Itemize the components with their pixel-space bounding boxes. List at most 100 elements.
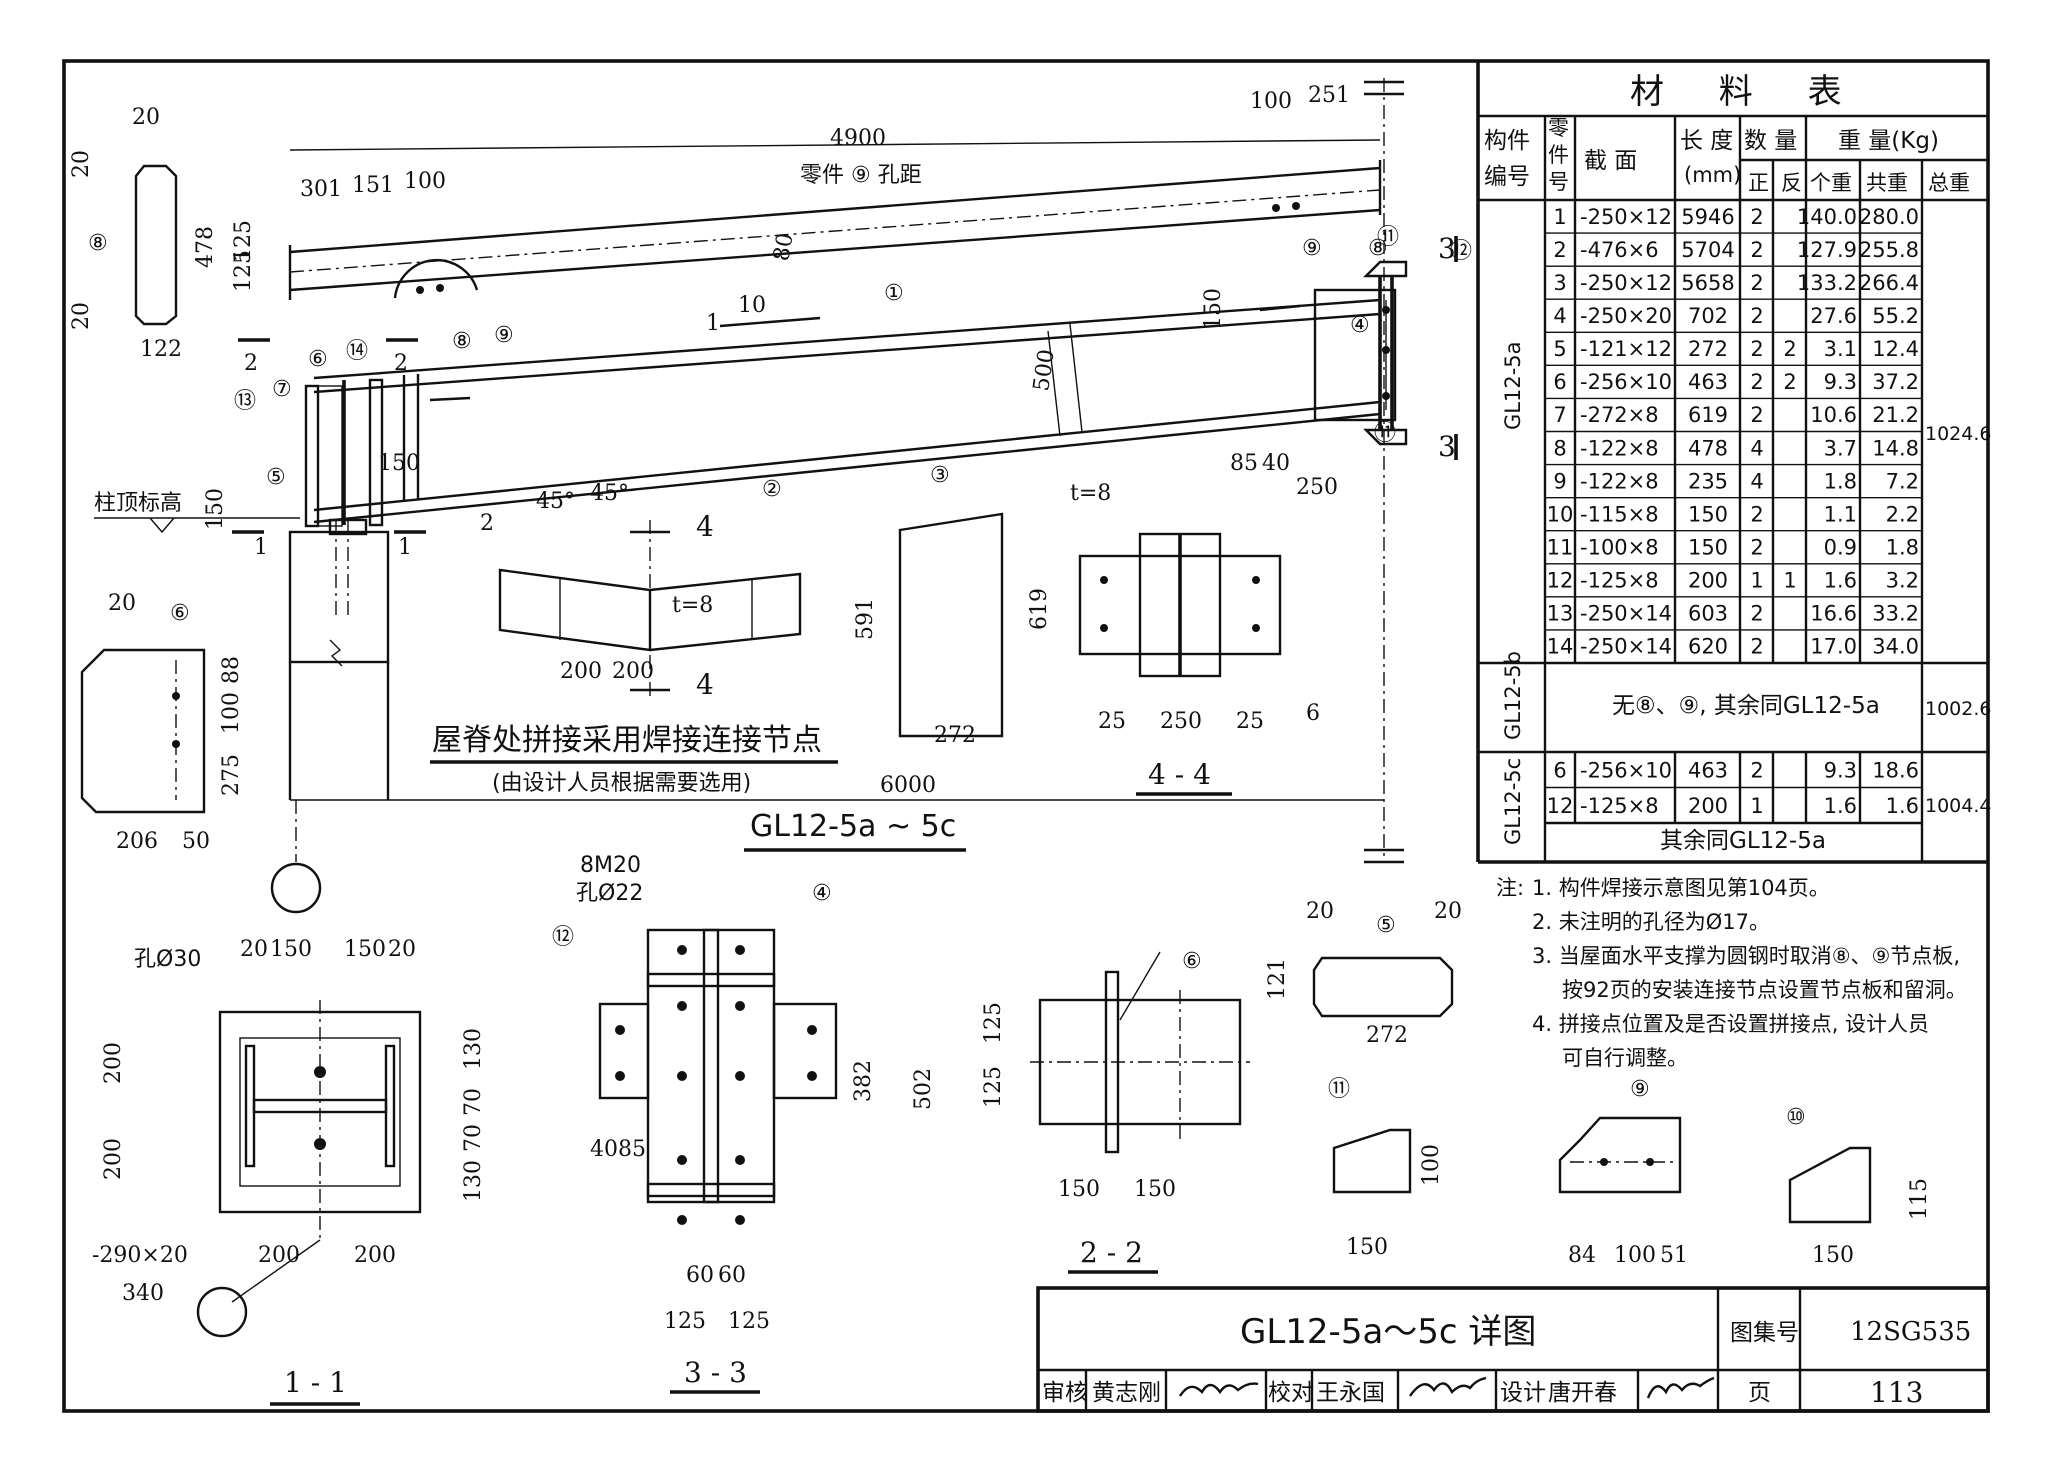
table-cell-front: 2 (1750, 635, 1763, 659)
table-cell-front: 1 (1750, 794, 1763, 818)
table-cell-length: 5946 (1681, 205, 1734, 229)
checker-signature (1409, 1376, 1487, 1397)
bolt-hole (677, 1215, 687, 1225)
table-cell-section: -250×14 (1580, 635, 1672, 659)
sec11-dim-200c: 200 (101, 1042, 126, 1084)
ridge-angle-2: 45° (590, 481, 629, 506)
section-4-4: t=8 85 40 6 25 250 25 4 - 4 (1070, 451, 1320, 796)
section-1-1-title: 1 - 1 (284, 1366, 347, 1399)
section-2-2-title: 2 - 2 (1080, 1236, 1143, 1269)
dim-301: 301 (300, 177, 342, 202)
group-5b-note: 无⑧、⑨, 其余同GL12-5a (1612, 693, 1880, 719)
grand-total-5a: 1024.6 (1925, 423, 1991, 445)
table-cell-back: 1 (1783, 569, 1796, 593)
sec-mark-2a: 2 (244, 351, 258, 376)
notes: 注: 1. 构件焊接示意图见第104页。 2. 未注明的孔径为Ø17。 3. 当… (1496, 876, 1967, 1070)
table-cell-single: 0.9 (1824, 536, 1857, 560)
sec22-dim-125b: 125 (981, 1066, 1006, 1108)
sec33-callout-12: ⑫ (552, 925, 574, 950)
dim-hole-spacing: 4900 (830, 126, 886, 151)
sec11-plate: -290×20 (92, 1243, 188, 1268)
table-cell-no: 7 (1553, 403, 1566, 427)
table-cell-section: -125×8 (1580, 569, 1659, 593)
table-cell-length: 272 (1688, 337, 1728, 361)
part6-dim-100: 100 (219, 692, 244, 734)
bolt-hole (807, 1071, 817, 1081)
sec33-dim-502: 502 (911, 1068, 936, 1110)
table-cell-single: 27.6 (1810, 304, 1857, 328)
th-qty-front: 正 (1748, 171, 1769, 195)
part5-dim-121: 121 (1265, 958, 1290, 1000)
sec22-dim-125a: 125 (981, 1002, 1006, 1044)
sec33-dim-60a: 60 (686, 1263, 714, 1288)
table-cell-total: 33.2 (1872, 602, 1919, 626)
dim-100b: 100 (1250, 89, 1292, 114)
table-cell-length: 5704 (1681, 238, 1734, 262)
sec-mark-3a: 3 (1438, 232, 1456, 265)
table-cell-section: -250×20 (1580, 304, 1672, 328)
th-part-1: 零 (1548, 116, 1569, 140)
table-cell-front: 2 (1750, 337, 1763, 361)
table-cell-length: 150 (1688, 536, 1728, 560)
note-4: 4. 拼接点位置及是否设置拼接点, 设计人员 (1532, 1012, 1929, 1036)
table-cell-length: 603 (1688, 602, 1728, 626)
section-3-3: 8M20 孔Ø22 ⑫ ④ 382 502 40 85 60 60 125 12… (552, 853, 936, 1394)
section-3-3-title: 3 - 3 (684, 1356, 747, 1389)
table-cell-single: 1.1 (1824, 502, 1857, 526)
table-cell-section: -256×10 (1580, 759, 1672, 783)
ridge-dim-1: 200 (560, 659, 602, 684)
sec-mark-1a: 1 (254, 535, 268, 560)
bolt-hole (735, 1001, 745, 1011)
th-member-no-1: 构件 (1484, 128, 1530, 154)
table-cell-front: 2 (1750, 271, 1763, 295)
callout-10: ⑫ (1450, 239, 1472, 264)
th-member-no-2: 编号 (1484, 164, 1530, 190)
th-w-grand: 总重 (1928, 171, 1970, 195)
group-5c-note: 其余同GL12-5a (1660, 828, 1826, 854)
table-cell-no: 12 (1547, 794, 1574, 818)
part6-dim-275: 275 (219, 754, 244, 796)
bolt-hole (677, 945, 687, 955)
dim-total-length: 6000 (880, 773, 936, 798)
sec33-dim-382: 382 (851, 1060, 876, 1102)
table-cell-length: 478 (1688, 436, 1728, 460)
dim-251: 251 (1308, 83, 1350, 108)
table-cell-no: 12 (1547, 569, 1574, 593)
callout-15: ⑨ (494, 323, 514, 348)
table-cell-length: 620 (1688, 635, 1728, 659)
note-4b: 可自行调整。 (1562, 1046, 1688, 1070)
sec11-dim-70b: 70 (461, 1124, 486, 1152)
table-cell-length: 619 (1688, 403, 1728, 427)
notes-prefix: 注: (1496, 876, 1524, 900)
sec11-dim-20b: 20 (388, 937, 416, 962)
table-cell-no: 11 (1547, 536, 1574, 560)
th-quantity: 数 量 (1744, 128, 1797, 154)
axis-bubble-1-1 (196, 1286, 248, 1338)
table-cell-single: 1.8 (1824, 469, 1857, 493)
table-cell-front: 4 (1750, 436, 1763, 460)
column-stub (288, 530, 390, 664)
table-cell-no: 4 (1553, 304, 1566, 328)
part5-dim-20a: 20 (1306, 899, 1334, 924)
table-cell-front: 2 (1750, 370, 1763, 394)
section-4-4-title: 4 - 4 (1148, 758, 1211, 791)
part-11: ⑪ 150 100 (1328, 1077, 1444, 1260)
part7-dim-591: 591 (853, 598, 878, 640)
table-cell-section: -250×12 (1580, 205, 1672, 229)
th-w-single: 个重 (1810, 171, 1852, 195)
sec11-dim-130a: 130 (461, 1028, 486, 1070)
sec-mark-4b: 4 (696, 668, 714, 701)
material-table-title: 材 料 表 (1630, 72, 1864, 112)
table-cell-single: 3.1 (1824, 337, 1857, 361)
table-cell-length: 463 (1688, 370, 1728, 394)
part-5-label: ⑤ (1376, 913, 1396, 938)
sec44-dim-85: 85 (1230, 451, 1258, 476)
table-cell-front: 2 (1750, 502, 1763, 526)
reviewer-signature (1178, 1382, 1259, 1397)
member-label-5b: GL12-5b (1501, 651, 1525, 740)
table-cell-front: 2 (1750, 403, 1763, 427)
member-label-5a: GL12-5a (1501, 341, 1525, 430)
material-table: 材 料 表 构件 编号 零 件 号 截 面 长 度 (mm) 数 量 正 反 重… (1476, 61, 1991, 864)
table-cell-section: -256×10 (1580, 370, 1672, 394)
